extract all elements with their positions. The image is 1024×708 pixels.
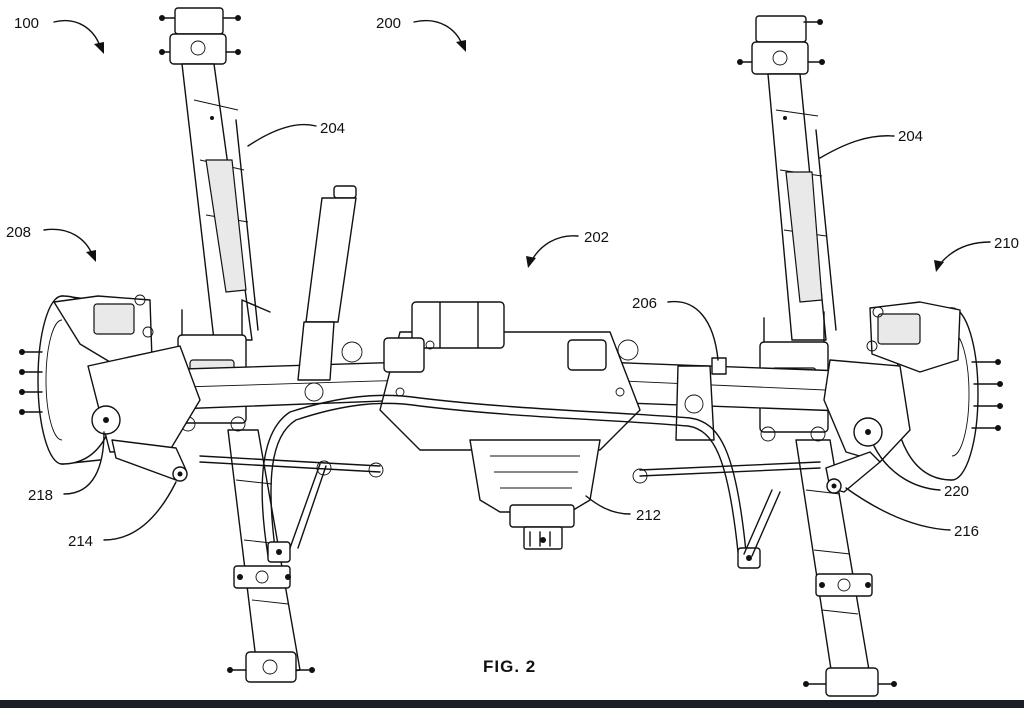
ref-label-204-right: 204 — [898, 128, 923, 145]
ref-label-202: 202 — [584, 229, 609, 246]
ref-label-204-left: 204 — [320, 120, 345, 137]
figure-title: FIG. 2 — [483, 657, 536, 676]
left-leaf-spring — [159, 8, 315, 682]
ref-label-100: 100 — [14, 15, 39, 32]
ref-label-206: 206 — [632, 295, 657, 312]
right-leaf-spring — [737, 16, 897, 696]
ref-label-200: 200 — [376, 15, 401, 32]
left-wheel-end — [19, 295, 200, 481]
bottom-edge-bar — [0, 700, 1024, 708]
ref-label-216: 216 — [954, 523, 979, 540]
ref-label-220: 220 — [944, 483, 969, 500]
ref-label-210: 210 — [994, 235, 1019, 252]
ref-label-212: 212 — [636, 507, 661, 524]
ref-label-214: 214 — [68, 533, 93, 550]
ref-label-218: 218 — [28, 487, 53, 504]
ref-label-208: 208 — [6, 224, 31, 241]
right-wheel-end — [824, 302, 1003, 493]
